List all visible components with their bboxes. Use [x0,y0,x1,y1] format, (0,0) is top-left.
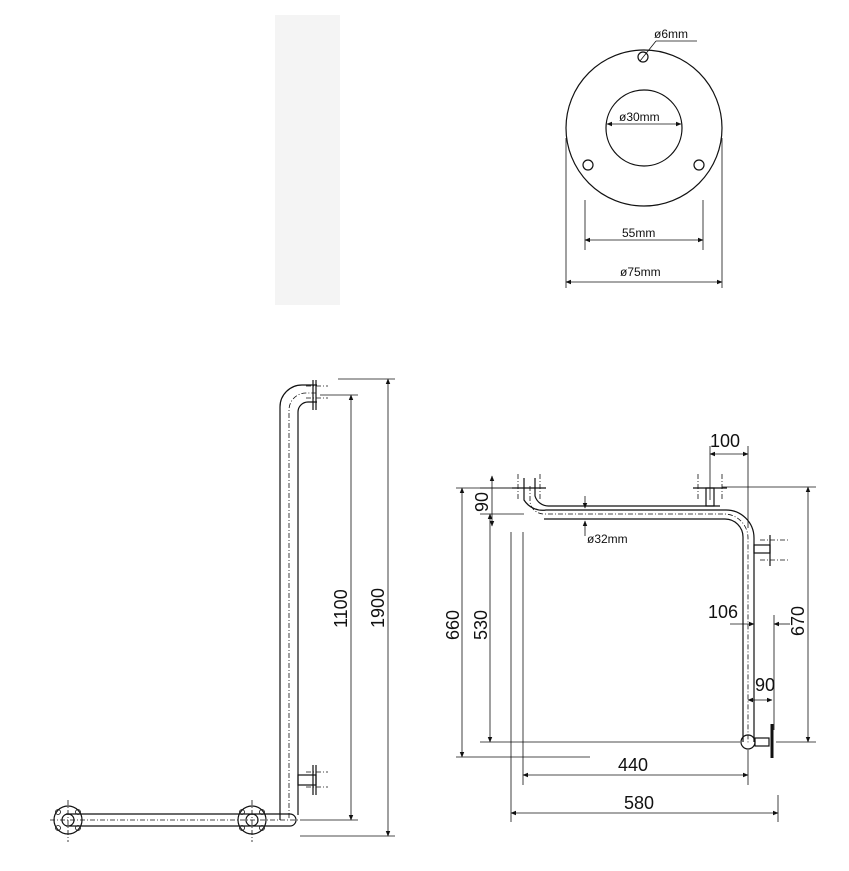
flange-hole-left [582,159,594,171]
flange-bore-circle [605,89,683,167]
top-drop-label: 90 [472,492,492,512]
side-view: 1100 1900 [50,378,395,842]
overall-width-label: 580 [624,793,654,813]
bar-length-label: 1100 [331,589,351,628]
bottom-offset-label: 90 [755,675,775,695]
overall-left-height-label: 660 [443,610,463,640]
side-vertical-tube-outer [279,384,317,820]
total-height-label: 1900 [368,588,388,628]
side-floor-tube [66,813,297,827]
inner-height-label: 530 [471,610,491,640]
hole-diameter-label: ø6mm [654,27,688,41]
front-tube-outer [523,488,755,742]
flange-hole-top [637,51,649,63]
offset-top-label: 100 [710,431,740,451]
flange-outer-circle [565,49,723,207]
flange-view: ø6mm ø30mm 55mm ø75mm [565,27,723,288]
inner-width-label: 440 [618,755,648,775]
outer-diameter-label: ø75mm [620,265,661,279]
tube-diameter-label: ø32mm [587,532,628,546]
right-height-label: 670 [788,606,808,636]
hole-leader [639,40,657,62]
hole-spacing-label: 55mm [622,226,655,240]
flange-hole-right [693,159,705,171]
faint-watermark-strip [275,15,340,305]
right-offset-label: 106 [708,602,738,622]
bore-diameter-label: ø30mm [619,110,660,124]
front-tube-inner [534,488,720,507]
front-view: 100 90 ø32mm 660 530 106 670 90 [443,431,816,822]
side-vertical-tube-inner [297,401,317,815]
